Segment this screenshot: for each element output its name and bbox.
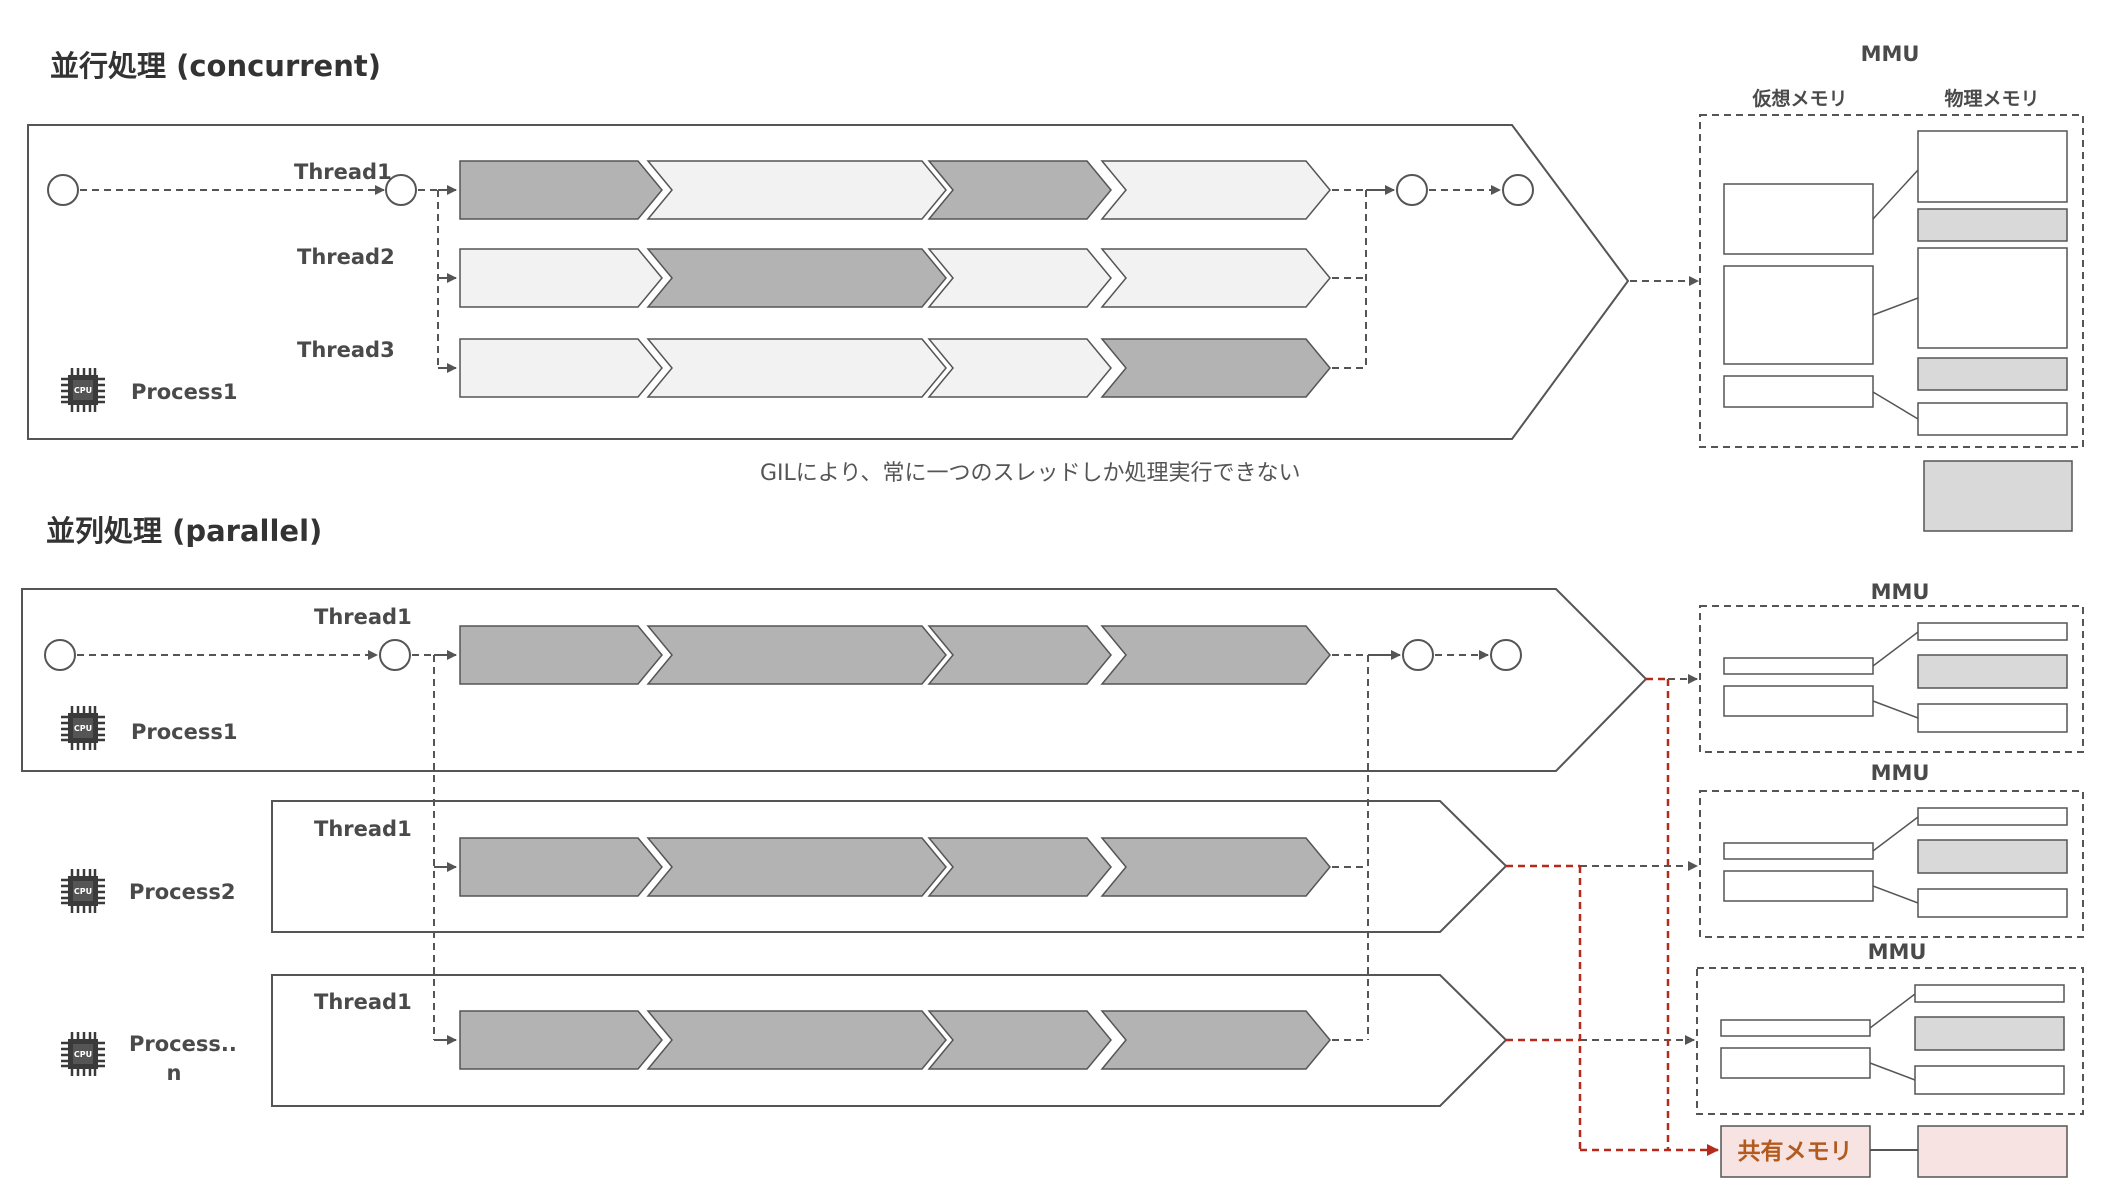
- physical-block: [1917, 622, 2068, 641]
- process-label: n: [167, 1061, 182, 1085]
- mmu-box: [1699, 114, 2084, 448]
- virtual-memory-label: 仮想メモリ: [1751, 87, 1847, 110]
- segment-active: [1100, 625, 1331, 685]
- segment-active: [927, 625, 1112, 685]
- physical-memory-label: 物理メモリ: [1944, 87, 2039, 110]
- virtual-block: [1723, 183, 1874, 255]
- mmu-box: [1699, 605, 2084, 753]
- segment-active: [646, 1010, 947, 1070]
- segment-active: [646, 625, 947, 685]
- mmu-box: [1696, 967, 2084, 1115]
- cpu-icon-label: CPU: [74, 724, 92, 733]
- segment-idle: [646, 160, 947, 220]
- join-node: [1396, 174, 1428, 206]
- mmu-title: MMU: [1861, 42, 1920, 66]
- thread-row-3: [459, 338, 1331, 398]
- segment-active: [1100, 837, 1331, 897]
- thread-label: Thread1: [314, 605, 412, 629]
- physical-block: [1917, 807, 2068, 826]
- physical-block-used: [1917, 208, 2068, 242]
- end-node: [1502, 174, 1534, 206]
- segment-active: [646, 248, 947, 308]
- thread-label: Thread1: [294, 160, 392, 184]
- physical-block: [1914, 1065, 2065, 1095]
- segment-active: [1100, 1010, 1331, 1070]
- cpu-icon-label: CPU: [74, 1050, 92, 1059]
- segment-idle: [927, 248, 1112, 308]
- segment-active: [459, 837, 663, 897]
- concurrent-title: 並行処理 (concurrent): [50, 49, 381, 83]
- segment-active: [459, 160, 663, 220]
- segment-active: [1100, 338, 1331, 398]
- physical-block: [1917, 402, 2068, 436]
- mmu-title: MMU: [1871, 580, 1930, 604]
- mmu-box: [1699, 790, 2084, 938]
- thread-row-2: [459, 248, 1331, 308]
- mmu-title: MMU: [1871, 761, 1930, 785]
- thread-row-pn: [459, 1010, 1331, 1070]
- shared-memory-box: [1720, 1125, 1871, 1178]
- physical-block-used: [1917, 654, 2068, 689]
- thread-label: Thread1: [314, 990, 412, 1014]
- virtual-block: [1723, 685, 1874, 717]
- physical-block: [1917, 703, 2068, 733]
- virtual-block: [1723, 265, 1874, 365]
- segment-active: [459, 1010, 663, 1070]
- thread-row-p1: [459, 625, 1331, 685]
- mmu-title: MMU: [1868, 940, 1927, 964]
- start-node: [47, 174, 79, 206]
- thread-row-p2: [459, 837, 1331, 897]
- segment-active: [927, 160, 1112, 220]
- segment-idle: [1100, 248, 1331, 308]
- physical-block: [1917, 130, 2068, 203]
- physical-block: [1914, 984, 2065, 1003]
- segment-active: [646, 837, 947, 897]
- virtual-block: [1723, 842, 1874, 860]
- physical-block-used: [1923, 460, 2073, 532]
- segment-idle: [646, 338, 947, 398]
- physical-block-used: [1917, 357, 2068, 391]
- thread-row-1: [459, 160, 1331, 220]
- gil-note: GILにより、常に一つのスレッドしか処理実行できない: [760, 461, 1300, 486]
- physical-block-used: [1914, 1016, 2065, 1051]
- virtual-block: [1723, 375, 1874, 408]
- physical-block-used: [1917, 839, 2068, 874]
- thread-label: Thread1: [314, 817, 412, 841]
- segment-idle: [927, 338, 1112, 398]
- fork-node: [385, 174, 417, 206]
- physical-block: [1917, 247, 2068, 349]
- cpu-icon-label: CPU: [74, 386, 92, 395]
- virtual-block: [1723, 870, 1874, 902]
- process-label: Process1: [131, 380, 237, 404]
- process-label: Process2: [129, 880, 235, 904]
- fork-node: [379, 639, 411, 671]
- segment-active: [927, 1010, 1112, 1070]
- process-label: Process..: [129, 1032, 237, 1056]
- thread-label: Thread3: [297, 338, 395, 362]
- shared-physical-block: [1917, 1125, 2068, 1178]
- virtual-block: [1720, 1019, 1871, 1037]
- end-node: [1490, 639, 1522, 671]
- shared-memory-label: 共有メモリ: [1738, 1138, 1853, 1165]
- process-label: Process1: [131, 720, 237, 744]
- join-node: [1402, 639, 1434, 671]
- physical-block: [1917, 888, 2068, 918]
- start-node: [44, 639, 76, 671]
- segment-active: [927, 837, 1112, 897]
- parallel-title: 並列処理 (parallel): [46, 514, 322, 548]
- virtual-block: [1723, 657, 1874, 675]
- segment-idle: [1100, 160, 1331, 220]
- segment-active: [459, 625, 663, 685]
- segment-idle: [459, 248, 663, 308]
- cpu-icon-label: CPU: [74, 887, 92, 896]
- segment-idle: [459, 338, 663, 398]
- virtual-block: [1720, 1047, 1871, 1079]
- thread-label: Thread2: [297, 245, 395, 269]
